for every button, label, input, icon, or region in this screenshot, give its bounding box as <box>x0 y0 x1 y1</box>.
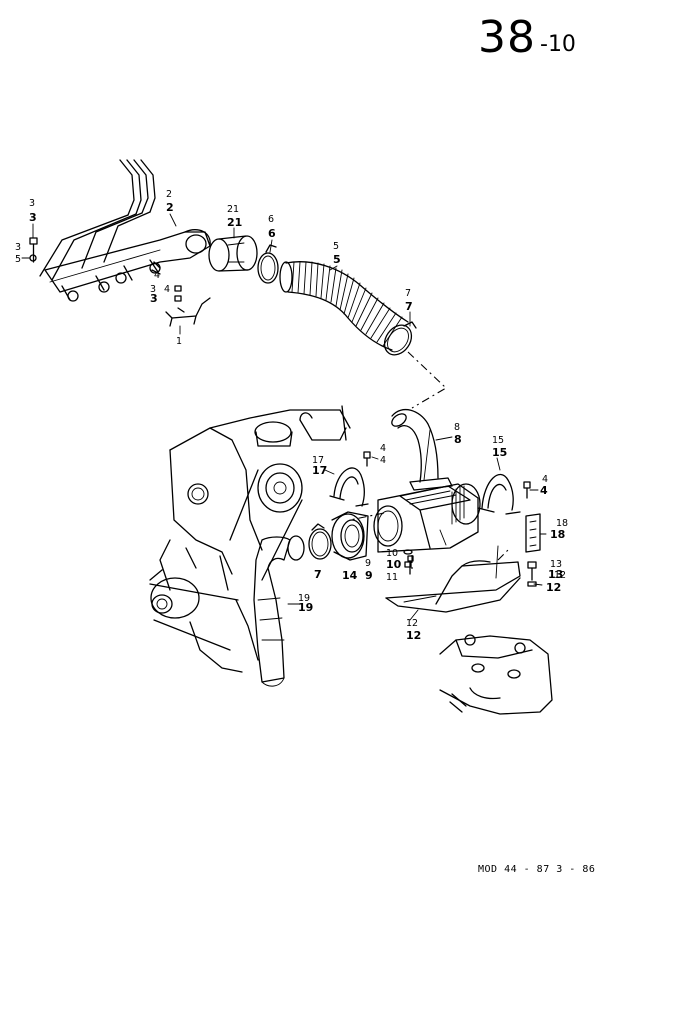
callout-19: 18 <box>556 518 568 529</box>
small-fasteners-drawing <box>403 549 413 568</box>
hose-clamp-upper-drawing <box>383 321 417 356</box>
callout-9-bold: 9 <box>365 569 373 582</box>
callout-19-bold: 18 <box>550 528 565 541</box>
page-suffix: -10 <box>540 32 576 57</box>
callout-6: 6 <box>268 214 274 225</box>
callout-7-lower: 7 <box>314 568 322 581</box>
callout-8-bold: 8 <box>454 433 462 446</box>
intake-manifold-drawing <box>39 159 211 302</box>
screw-right-drawing <box>527 561 537 587</box>
callout-17-bold: 15 <box>492 446 507 459</box>
hose-clamp-lower-drawing <box>308 523 332 560</box>
callout-14: 13 <box>550 559 562 570</box>
duct-hose-drawing <box>253 535 305 687</box>
flange-drawing <box>331 511 369 561</box>
callout-7-upper: 7 <box>405 288 411 299</box>
elbow-drawing <box>391 408 453 491</box>
callout-15: 14 <box>342 569 358 582</box>
callout-4-mid: 4 <box>380 443 386 454</box>
callout-11: 11 <box>386 572 398 583</box>
callout-5: 5 <box>333 241 339 252</box>
callout-3-bracket: 3 <box>150 284 156 295</box>
callout-4-mid-small: 4 <box>380 455 386 466</box>
callout-4-manifold: 4 <box>154 270 160 281</box>
callout-5-bold: 5 <box>333 253 341 266</box>
callout-13: 12 <box>546 581 561 594</box>
callout-21: 21 <box>227 204 239 215</box>
callout-21-bold: 21 <box>227 216 242 229</box>
callout-4-left-bold: 3 <box>29 211 37 224</box>
drawing-reference-code: MOD 44 - 87 3 - 86 <box>478 864 596 875</box>
clamp-strap-right-drawing <box>477 474 531 515</box>
rubber-pad-drawing <box>525 513 541 553</box>
callout-8: 8 <box>454 422 460 433</box>
callout-4-bracket: 4 <box>164 284 170 295</box>
callout-10-bold: 10 <box>386 558 402 571</box>
callout-18-bold: 17 <box>312 464 327 477</box>
callout-10: 10 <box>386 548 398 559</box>
bellows-hose-drawing <box>279 261 409 351</box>
callout-3-bracket-bold: 3 <box>150 292 158 305</box>
callout-4-right: 4 <box>542 474 548 485</box>
callout-9: 9 <box>365 558 371 569</box>
screw-left-drawing <box>29 237 182 302</box>
callout-13-small: 12 <box>554 570 566 581</box>
sleeve-drawing <box>208 235 258 272</box>
callout-17: 15 <box>492 435 504 446</box>
engine-mount-drawing <box>439 634 553 715</box>
bracket-drawing <box>165 297 211 335</box>
callout-3-left: 3 <box>15 242 21 253</box>
callout-12-bold: 12 <box>406 629 421 642</box>
clamp-strap-left-drawing <box>329 451 371 507</box>
callout-1: 1 <box>176 336 182 347</box>
callout-4-left: 3 <box>29 198 35 209</box>
assembly-centerlines <box>349 351 511 570</box>
callout-labels: 3 3 3 5 2 2 4 3 3 4 1 21 21 6 6 5 5 <box>15 189 568 642</box>
callout-20: 19 <box>298 593 310 604</box>
engine-block-drawing <box>149 405 351 673</box>
callout-20-bold: 19 <box>298 601 313 614</box>
callout-6-bold: 6 <box>268 227 276 240</box>
callout-5-left: 5 <box>15 254 21 265</box>
hose-clamp-drawing <box>257 244 279 284</box>
bracket-plate-drawing <box>385 545 521 613</box>
callout-2-bold: 2 <box>166 201 174 214</box>
callout-12: 12 <box>406 618 418 629</box>
air-cleaner-housing-drawing <box>373 483 481 553</box>
page-number: 38 <box>478 12 536 63</box>
leader-lines <box>21 213 547 621</box>
callout-14-bold: 13 <box>548 568 563 581</box>
callout-18: 17 <box>312 455 324 466</box>
callout-2: 2 <box>166 189 172 200</box>
callout-4-right-bold: 4 <box>540 484 548 497</box>
callout-7-upper-bold: 7 <box>405 300 413 313</box>
